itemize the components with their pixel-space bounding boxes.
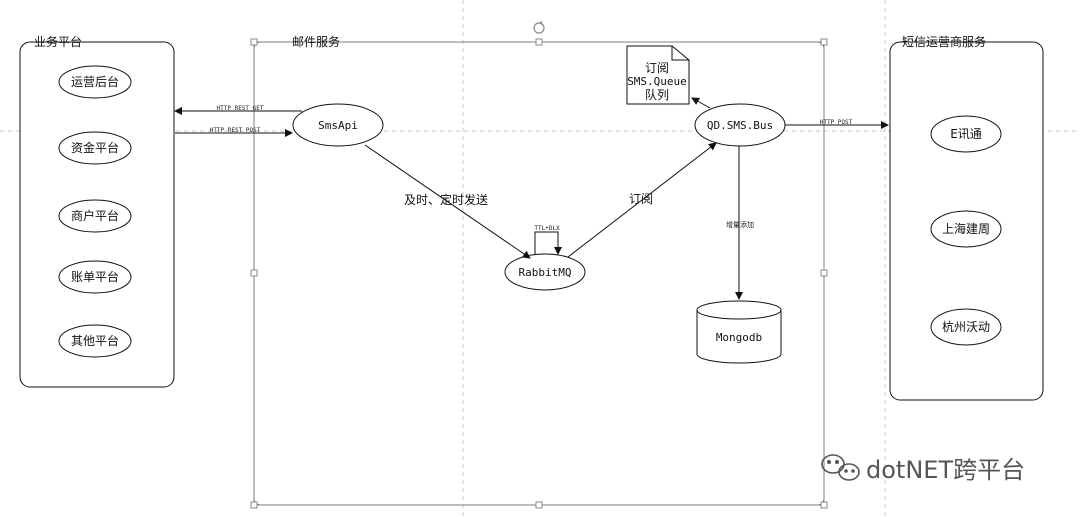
business-node[interactable]: 资金平台 — [58, 131, 132, 165]
provider-node-label: 杭州沃动 — [942, 319, 990, 334]
queue-doc-line: 订阅 — [645, 61, 669, 75]
mongodb-node[interactable]: Mongodb — [696, 300, 782, 364]
provider-node[interactable]: 杭州沃动 — [930, 308, 1002, 346]
business-node-label: 运营后台 — [71, 74, 119, 89]
edge-ttl-label: TTL+DLX — [534, 225, 560, 232]
queue-document-node[interactable]: 订阅 SMS.Queue 队列 — [626, 45, 690, 105]
rabbitmq-label: RabbitMQ — [519, 266, 572, 279]
edge-http-get[interactable]: HTTP REST GET — [174, 105, 302, 115]
bus-label: QD.SMS.Bus — [707, 119, 773, 132]
business-node[interactable]: 运营后台 — [58, 65, 132, 99]
edge-incremental[interactable]: 增量添加 — [726, 146, 754, 300]
edge-ttl-loop[interactable]: TTL+DLX — [534, 225, 562, 255]
edge-http-post[interactable]: HTTP REST POST — [175, 127, 293, 137]
smsapi-label: SmsApi — [318, 119, 358, 132]
business-node-label: 账单平台 — [71, 269, 119, 284]
business-node-label: 资金平台 — [71, 140, 119, 155]
business-node-label: 其他平台 — [71, 333, 119, 348]
queue-doc-line: SMS.Queue — [627, 75, 687, 88]
business-node[interactable]: 账单平台 — [58, 260, 132, 294]
selection-handles[interactable] — [250, 38, 828, 509]
rotate-handle-icon[interactable] — [533, 21, 545, 34]
smsapi-node[interactable]: SmsApi — [292, 103, 384, 147]
edge-bus-to-queue[interactable] — [691, 97, 711, 109]
sms-provider-title: 短信运营商服务 — [902, 34, 986, 49]
edge-http-post-label: HTTP REST POST — [210, 127, 261, 134]
watermark-text: dotNET跨平台 — [866, 456, 1025, 484]
bus-node[interactable]: QD.SMS.Bus — [694, 103, 786, 147]
provider-node-list: E讯通 上海建周 杭州沃动 — [930, 115, 1002, 346]
mail-service-title: 邮件服务 — [292, 34, 340, 49]
watermark: dotNET跨平台 — [821, 454, 1025, 484]
edge-send[interactable]: 及时、定时发送 — [364, 144, 531, 259]
provider-node-label: 上海建周 — [942, 221, 990, 236]
edge-http-post-provider[interactable]: HTTP POST — [785, 119, 889, 129]
rabbitmq-node[interactable]: RabbitMQ — [504, 253, 586, 291]
mongodb-label: Mongodb — [716, 331, 762, 344]
edge-subscribe[interactable]: 订阅 — [567, 142, 717, 258]
provider-node[interactable]: E讯通 — [930, 115, 1002, 153]
business-node[interactable]: 商户平台 — [58, 199, 132, 233]
queue-doc-line: 队列 — [645, 87, 669, 102]
business-node[interactable]: 其他平台 — [58, 324, 132, 358]
edge-incremental-label: 增量添加 — [726, 220, 754, 229]
edge-http-post-provider-label: HTTP POST — [820, 119, 853, 126]
business-node-list: 运营后台 资金平台 商户平台 账单平台 其他平台 — [58, 65, 132, 358]
business-platform-title: 业务平台 — [34, 34, 82, 49]
provider-node-label: E讯通 — [950, 127, 982, 141]
edge-subscribe-label: 订阅 — [629, 192, 653, 206]
provider-node[interactable]: 上海建周 — [930, 210, 1002, 248]
business-node-label: 商户平台 — [71, 208, 119, 223]
wechat-icon — [821, 454, 860, 481]
edge-http-get-label: HTTP REST GET — [217, 105, 264, 112]
edge-send-label: 及时、定时发送 — [404, 192, 488, 207]
